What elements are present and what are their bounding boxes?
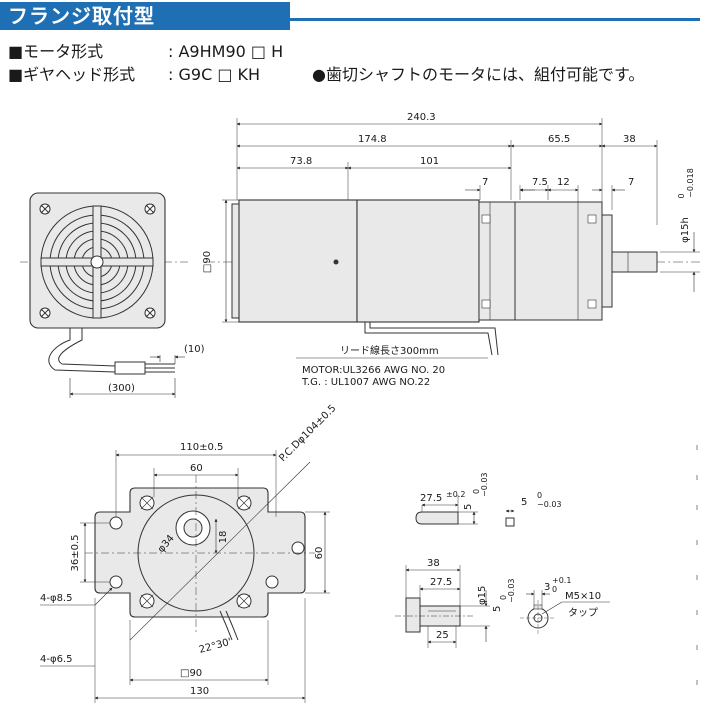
note-text: ●歯切シャフトのモータには、組付可能です。 [312, 65, 645, 84]
shaft-3-tol-top: +0.1 [552, 576, 571, 585]
spec-motor-type: ■モータ形式: A9HM90 □ H [8, 42, 283, 62]
key-5-tol-bot: −0.03 [480, 472, 489, 497]
output-shaft [611, 251, 658, 273]
dim-240: 240.3 [407, 112, 436, 123]
shaft-3-tol-bot: 0 [552, 585, 557, 594]
spec-motor-label: ■モータ形式 [8, 42, 104, 61]
motor-wire-label: MOTOR:UL3266 AWG NO. 20 [302, 365, 445, 376]
shaft-end-circle [183, 518, 203, 538]
dim-75: 7.5 [532, 177, 548, 188]
lead-length-label: リード線長さ300mm [340, 344, 439, 357]
key-detail: 27.5 ±0.2 5 0 −0.03 5 0 −0.03 [415, 472, 562, 527]
angle-label: 22°30' [198, 637, 233, 656]
shaft-275: 27.5 [430, 577, 452, 588]
spec-gear-type: ■ギヤヘッド形式: G9C □ KH [8, 65, 260, 85]
tap-size: M5×10 [565, 591, 601, 602]
tap-label: タップ [568, 607, 598, 619]
spec-motor-value: A9HM90 □ H [178, 42, 284, 61]
fan-cover-icon [40, 205, 154, 319]
hole-85-label: 4-φ8.5 [40, 593, 72, 604]
dim-174: 174.8 [358, 134, 387, 145]
dim-12: 12 [557, 177, 570, 188]
side-view: 240.3 174.8 65.5 38 73.8 101 7 7.5 12 7 [202, 112, 700, 388]
tg-wire-label: T.G. : UL1007 AWG NO.22 [301, 377, 430, 388]
key-275-tol: ±0.2 [446, 490, 465, 499]
motor-end-cap [231, 203, 240, 319]
key-5b-tol-top: 0 [537, 491, 542, 500]
shaft-5-tol-top: 0 [499, 595, 508, 600]
spec-motor-sep: : [168, 42, 174, 61]
key-275: 27.5 [420, 493, 442, 504]
pcd-label: P.C.Dφ104±0.5 [277, 403, 338, 464]
gearhead-body [356, 199, 480, 323]
dim-130: 130 [190, 686, 209, 697]
rear-view: (10) (300) [20, 192, 205, 398]
dim-65: 65.5 [548, 134, 570, 145]
dim-38: 38 [623, 134, 636, 145]
dim-101: 101 [420, 156, 439, 167]
shaft-25: 25 [436, 630, 449, 641]
key-5b: 5 [521, 497, 527, 508]
hole-65-label: 4-φ6.5 [40, 654, 72, 665]
dim-60-top: 60 [190, 463, 203, 474]
dim-sq90-side: □90 [202, 251, 213, 273]
key-5-tol-top: 0 [472, 489, 481, 494]
shaft-dia15: φ15 [477, 586, 488, 605]
shaft-5-tol-bot: −0.03 [507, 578, 516, 603]
dim-7a: 7 [482, 177, 488, 188]
key-5b-tol-bot: −0.03 [537, 500, 562, 509]
shaft-tol-bot: −0.018 [686, 168, 695, 198]
dim-110: 110±0.5 [180, 442, 223, 453]
dim18-label: 18 [218, 531, 229, 544]
lead-10-label: (10) [184, 344, 205, 355]
key-5: 5 [463, 504, 474, 510]
spec-gear-value: G9C □ KH [178, 65, 261, 84]
title-rule [290, 18, 700, 21]
spec-gear-label: ■ギヤヘッド形式 [8, 65, 136, 84]
flange-view: P.C.Dφ104±0.5 φ34 18 110±0.5 60 36±0.5 6… [40, 403, 338, 703]
spec-gear-sep: : [168, 65, 174, 84]
dim-73: 73.8 [290, 156, 312, 167]
gear-flange-b [514, 201, 603, 321]
shaft-boss [601, 214, 613, 308]
dim-36: 36±0.5 [70, 534, 81, 571]
shaft-5: 5 [492, 606, 503, 612]
dim-7b: 7 [628, 177, 634, 188]
shaft-dia-label: φ15h [680, 217, 691, 243]
dim-60-v: 60 [314, 547, 325, 560]
shaft-detail: 38 27.5 25 φ15 5 0 −0.03 3 +0.1 0 [395, 558, 610, 648]
shaft-tol-top: 0 [677, 193, 686, 198]
lead-300-label: (300) [108, 383, 135, 394]
page-title: フランジ取付型 [0, 2, 290, 30]
shaft-3: 3 [544, 582, 550, 593]
motor-body [238, 199, 358, 323]
sq90-bottom: □90 [180, 668, 202, 679]
shaft-38: 38 [427, 558, 440, 569]
